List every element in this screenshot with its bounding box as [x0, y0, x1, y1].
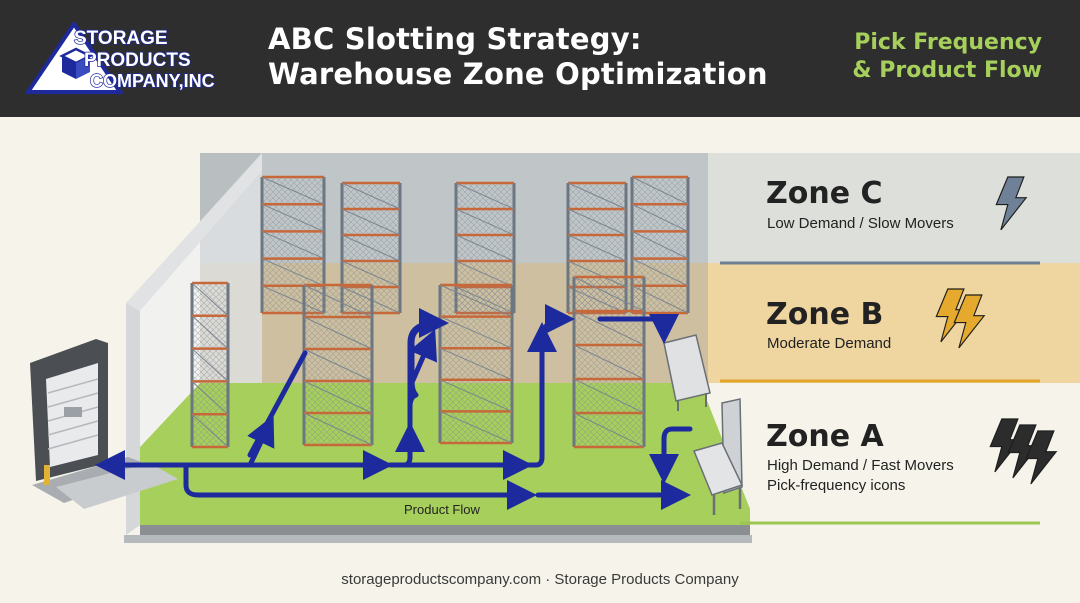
dock-door-window	[64, 407, 82, 417]
zone-a-title: Zone A	[766, 419, 885, 454]
page-title-line1: ABC Slotting Strategy:	[268, 22, 642, 56]
rack-front-2	[302, 283, 374, 447]
warehouse-diagram: Product Flow Zone C Low Demand / Slow Mo…	[30, 153, 1080, 543]
workbench-zone-b	[663, 334, 711, 411]
lightning-bolt-icon	[953, 294, 986, 349]
lightning-bolt-icon	[1007, 424, 1040, 479]
zone-a-subtitle: High Demand / Fast Movers	[767, 457, 954, 474]
lightning-bolt-icon	[995, 176, 1028, 231]
flow-arrow-aisle-1b	[247, 350, 308, 458]
product-flow-arrows	[95, 304, 693, 510]
zone-c-title: Zone C	[766, 176, 883, 211]
lightning-bolt-icon	[935, 288, 968, 343]
flow-arrow-to-bench-b	[597, 313, 679, 344]
logo-text-line2: PRODUCTS	[84, 50, 191, 71]
page-title-line2: Warehouse Zone Optimization	[268, 57, 768, 91]
rack-front-3	[438, 283, 514, 445]
loading-dock	[30, 339, 178, 509]
logo-text-line3: COMPANY,INC	[90, 71, 215, 91]
zone-a-label: Zone A High Demand / Fast Movers Pick-fr…	[766, 419, 954, 494]
zone-c-label: Zone C Low Demand / Slow Movers	[766, 176, 954, 232]
zone-b-title: Zone B	[766, 297, 883, 332]
footer-text: storageproductscompany.com · Storage Pro…	[341, 571, 739, 588]
flow-arrow-aisle-3	[525, 322, 557, 468]
zone-b-subtitle: Moderate Demand	[767, 335, 891, 352]
lightning-bolt-icon	[1025, 430, 1058, 485]
header-bar: STORAGE PRODUCTS COMPANY,INC ABC Slottin…	[0, 0, 1080, 117]
floor-edge	[140, 525, 750, 535]
header-tagline: Pick Frequency & Product Flow	[852, 29, 1042, 85]
page-title: ABC Slotting Strategy: Warehouse Zone Op…	[268, 22, 768, 92]
floor-base	[124, 535, 752, 543]
flow-arrow-to-bench-a	[649, 426, 693, 484]
logo-cube-icon	[59, 47, 93, 79]
flow-arrow-aisle-2-diag	[407, 329, 437, 390]
logo-text-line1: STORAGE	[74, 28, 168, 49]
product-flow-label: Product Flow	[404, 502, 480, 517]
zone-a-subtitle-2: Pick-frequency icons	[767, 477, 905, 494]
workbench-zone-a	[692, 398, 744, 515]
header-tagline-line2: & Product Flow	[852, 58, 1042, 83]
left-wall-top	[126, 153, 262, 311]
flow-arrow-lower-1	[183, 462, 537, 510]
left-wall-front	[126, 303, 140, 535]
rack-front-1	[190, 281, 230, 449]
pick-frequency-icons	[935, 176, 1058, 485]
rack-front-4	[572, 275, 646, 449]
header-tagline-line1: Pick Frequency	[854, 30, 1042, 55]
company-logo[interactable]: STORAGE PRODUCTS COMPANY,INC	[26, 22, 236, 94]
flow-arrow-aisle-3-top	[539, 304, 575, 346]
lightning-bolt-icon	[989, 418, 1022, 473]
zone-c-subtitle: Low Demand / Slow Movers	[767, 215, 954, 232]
rack-group	[190, 175, 690, 449]
zone-b-label: Zone B Moderate Demand	[766, 297, 891, 352]
